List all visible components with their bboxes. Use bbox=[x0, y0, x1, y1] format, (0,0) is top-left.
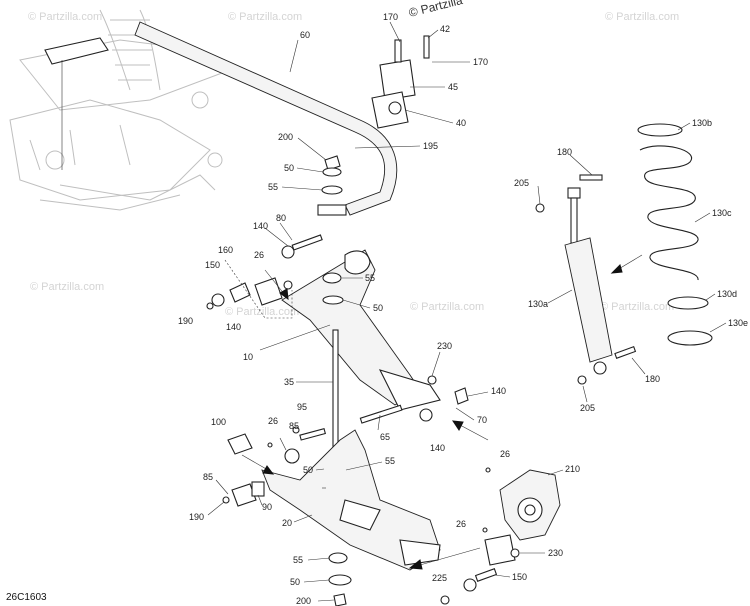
watermark: © Partzilla.com bbox=[228, 11, 302, 23]
callout-90: 90 bbox=[262, 502, 272, 512]
callout-20: 20 bbox=[282, 518, 292, 528]
callout-160: 160 bbox=[218, 245, 233, 255]
callout-85: 85 bbox=[203, 472, 213, 482]
callout-85: 85 bbox=[289, 421, 299, 431]
callout-210: 210 bbox=[565, 464, 580, 474]
callout-130b: 130b bbox=[692, 118, 712, 128]
callout-labels: 170 42 170 45 40 60 200 195 50 55 80 140… bbox=[178, 12, 748, 606]
callout-190: 190 bbox=[178, 316, 193, 326]
callout-170: 170 bbox=[473, 57, 488, 67]
callout-10: 10 bbox=[243, 352, 253, 362]
upper-link-hardware-stack bbox=[321, 155, 343, 195]
callout-140: 140 bbox=[226, 322, 241, 332]
lower-control-arm bbox=[261, 429, 441, 571]
callout-65: 65 bbox=[380, 432, 390, 442]
callout-80: 80 bbox=[276, 213, 286, 223]
callout-225: 225 bbox=[432, 573, 447, 583]
shock-absorber bbox=[535, 174, 637, 385]
callout-200: 200 bbox=[296, 596, 311, 606]
callout-26: 26 bbox=[456, 519, 466, 529]
callout-50: 50 bbox=[303, 465, 313, 475]
watermark-top: © Partzilla bbox=[407, 0, 464, 20]
callout-205: 205 bbox=[580, 403, 595, 413]
callout-170: 170 bbox=[383, 12, 398, 22]
callout-180: 180 bbox=[645, 374, 660, 384]
callout-45: 45 bbox=[448, 82, 458, 92]
callout-130c: 130c bbox=[712, 208, 732, 218]
link-bolt bbox=[281, 234, 323, 259]
callout-42: 42 bbox=[440, 24, 450, 34]
knuckle-assembly bbox=[440, 467, 561, 605]
callout-200: 200 bbox=[278, 132, 293, 142]
callout-26: 26 bbox=[254, 250, 264, 260]
upper-arm-bushing-group bbox=[206, 259, 293, 319]
mid-link-hardware-stack bbox=[322, 272, 344, 305]
callout-26: 26 bbox=[268, 416, 278, 426]
callout-205: 205 bbox=[514, 178, 529, 188]
callout-230: 230 bbox=[437, 341, 452, 351]
callout-190: 190 bbox=[189, 512, 204, 522]
diagram-code: 26C1603 bbox=[6, 592, 47, 603]
lower-arm-bushing-group bbox=[222, 433, 273, 507]
watermark: © Partzilla.com bbox=[600, 301, 674, 313]
direction-arrows bbox=[241, 254, 643, 570]
callout-140: 140 bbox=[253, 221, 268, 231]
callout-100: 100 bbox=[211, 417, 226, 427]
callout-140: 140 bbox=[430, 443, 445, 453]
callout-55: 55 bbox=[293, 555, 303, 565]
callout-130e: 130e bbox=[728, 318, 748, 328]
watermark: © Partzilla.com bbox=[28, 11, 102, 23]
callout-50: 50 bbox=[290, 577, 300, 587]
callout-95: 95 bbox=[297, 402, 307, 412]
bottom-link-hardware-stack bbox=[328, 552, 352, 606]
bushing-clamp-assembly bbox=[371, 35, 430, 129]
upper-control-arm bbox=[281, 249, 441, 411]
callout-55: 55 bbox=[365, 273, 375, 283]
callout-230: 230 bbox=[548, 548, 563, 558]
watermark: © Partzilla.com bbox=[410, 301, 484, 313]
watermark: © Partzilla.com bbox=[225, 306, 299, 318]
background-frame-illustration bbox=[9, 9, 232, 211]
callout-150: 150 bbox=[512, 572, 527, 582]
link-rod bbox=[332, 329, 339, 451]
callout-130d: 130d bbox=[717, 289, 737, 299]
callout-50: 50 bbox=[373, 303, 383, 313]
callout-55: 55 bbox=[385, 456, 395, 466]
callout-26: 26 bbox=[500, 449, 510, 459]
callout-195: 195 bbox=[423, 141, 438, 151]
callout-60: 60 bbox=[300, 30, 310, 40]
watermark: © Partzilla.com bbox=[605, 11, 679, 23]
callout-150: 150 bbox=[205, 260, 220, 270]
callout-70: 70 bbox=[477, 415, 487, 425]
stabilizer-bar bbox=[44, 21, 398, 216]
callout-40: 40 bbox=[456, 118, 466, 128]
watermark: © Partzilla.com bbox=[30, 281, 104, 293]
callout-35: 35 bbox=[284, 377, 294, 387]
leader-lines bbox=[207, 21, 727, 602]
coil-spring bbox=[637, 123, 713, 346]
rear-pivot-hardware bbox=[359, 375, 469, 424]
callout-55: 55 bbox=[268, 182, 278, 192]
callout-140: 140 bbox=[491, 386, 506, 396]
callout-50: 50 bbox=[284, 163, 294, 173]
callout-130a: 130a bbox=[528, 299, 548, 309]
callout-180: 180 bbox=[557, 147, 572, 157]
